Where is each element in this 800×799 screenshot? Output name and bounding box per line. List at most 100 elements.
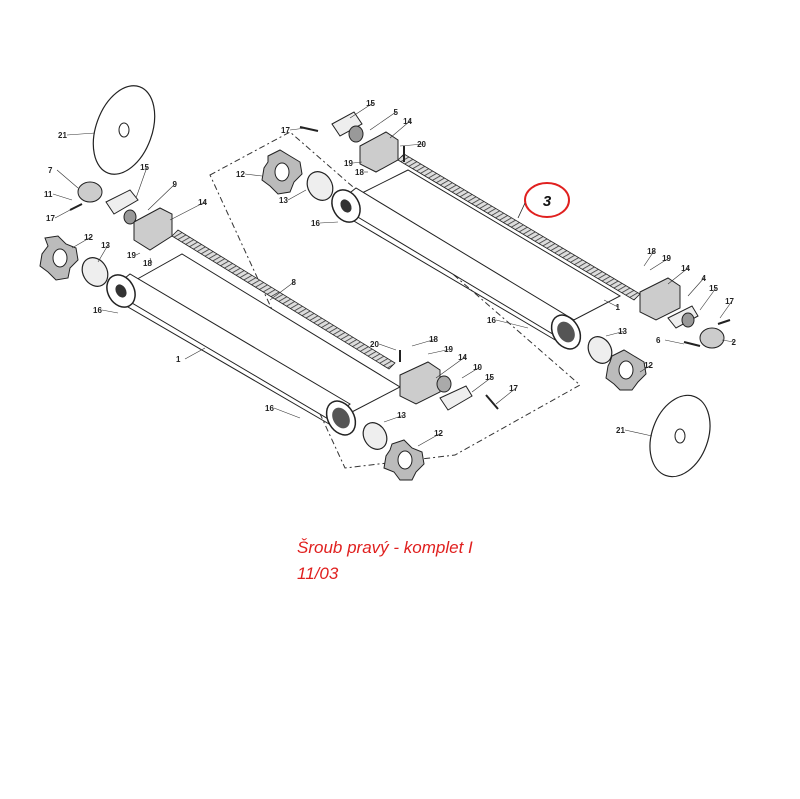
part-number-label: 13 [397, 411, 406, 420]
caption-date: 11/03 [297, 564, 339, 583]
part-number-label: 16 [487, 316, 496, 325]
left-roller-assembly [39, 85, 499, 481]
part-number-label: 19 [662, 254, 671, 263]
part-number-label: 13 [101, 241, 110, 250]
part-number-label: 14 [681, 264, 690, 273]
left-disc [92, 85, 156, 175]
callout-leader-line [639, 364, 652, 373]
callout-leader-line [287, 189, 307, 201]
callout-leader-line [101, 309, 119, 314]
callout-leader-line [54, 209, 71, 219]
callout-leader-line [352, 161, 363, 164]
right-far-bushing [587, 336, 613, 364]
callout-leader-line [435, 356, 466, 379]
part-number-label: 14 [458, 353, 467, 362]
part-number-label: 9 [173, 180, 178, 189]
part-number-label: 1 [176, 355, 181, 364]
callout-leader-line [97, 244, 109, 263]
part-number-label: 18 [143, 259, 152, 268]
callout-leader-line [319, 221, 339, 224]
callout-leader-line [289, 127, 307, 131]
callout-leader-line [605, 330, 626, 337]
part-number-label: 13 [618, 327, 627, 336]
part-number-label: 16 [93, 306, 102, 315]
callout-leader-line [383, 414, 405, 423]
callout-leader-line [643, 250, 655, 267]
part-number-label: 18 [647, 247, 656, 256]
part-number-label: 15 [140, 163, 149, 172]
callout-leader-line [624, 429, 653, 437]
callout-leader-line [721, 339, 735, 343]
callout-leader-line [427, 348, 452, 355]
left-bracket-top [133, 207, 173, 251]
callout-leader-line [667, 267, 689, 285]
part-number-label: 7 [48, 166, 53, 175]
callout-leader-line [699, 287, 717, 311]
part-number-label: 21 [58, 131, 67, 140]
callout-leader-line [378, 343, 397, 351]
callout-leader-line [71, 236, 92, 249]
right-roller-assembly [261, 111, 731, 478]
right-plate [331, 111, 363, 137]
part-number-label: 12 [236, 170, 245, 179]
right-star-knob [261, 149, 303, 195]
left-far-plate [439, 385, 473, 411]
right-bracket-top [359, 131, 399, 173]
part-number-label: 4 [702, 274, 707, 283]
part-number-label: 17 [509, 384, 518, 393]
left-far-star-knob [383, 439, 425, 481]
left-star-knob [39, 235, 79, 281]
callout-leader-line [244, 173, 263, 177]
part-number-label: 13 [279, 196, 288, 205]
part-number-label: 18 [429, 335, 438, 344]
part-number-label: 19 [127, 251, 136, 260]
callout-leader-line [399, 143, 425, 147]
part-number-label: 20 [417, 140, 426, 149]
part-number-label: 10 [473, 363, 482, 372]
left-far-bushing [362, 422, 388, 450]
part-number-label: 15 [485, 373, 494, 382]
callout-leader-line [135, 166, 148, 199]
assembly-boundary-dashed [209, 131, 581, 469]
callout-leader-line [417, 432, 442, 447]
callout-leader-line [461, 366, 481, 379]
part-number-label: 20 [370, 340, 379, 349]
part-number-label: 18 [355, 168, 364, 177]
callout-leader-line [603, 299, 619, 308]
part-number-label: 19 [344, 159, 353, 168]
highlight-circle [524, 182, 570, 218]
left-nut [77, 181, 103, 203]
callout-leader-line [169, 201, 206, 221]
left-plate [105, 189, 139, 215]
callout-leader-line [664, 339, 685, 345]
part-number-label: 1 [616, 303, 621, 312]
callout-leader-line [56, 169, 79, 189]
callout-leader-line [719, 300, 733, 319]
highlight-callout: 3 [517, 182, 570, 219]
left-screw-shaft [171, 229, 396, 370]
right-nut [699, 327, 725, 349]
part-number-label: 17 [46, 214, 55, 223]
callout-leader-line [687, 277, 705, 297]
part-number-label: 16 [265, 404, 274, 413]
callout-leader-line [149, 257, 153, 264]
left-belt-sheet [131, 253, 402, 415]
callout-leader-line [135, 252, 141, 256]
highlight-number: 3 [543, 193, 552, 210]
right-bushing [306, 171, 334, 201]
part-number-label: 17 [281, 126, 290, 135]
left-bushing [81, 257, 109, 287]
part-number-label: 17 [725, 297, 734, 306]
part-number-label: 16 [311, 219, 320, 228]
part-number-label: 12 [434, 429, 443, 438]
part-number-label: 12 [644, 361, 653, 370]
part-number-label: 11 [44, 190, 53, 199]
callout-leader-line [411, 338, 437, 347]
callout-leader-line [495, 387, 517, 405]
callout-leader-line [349, 102, 374, 119]
callout-leader-line [184, 347, 206, 360]
